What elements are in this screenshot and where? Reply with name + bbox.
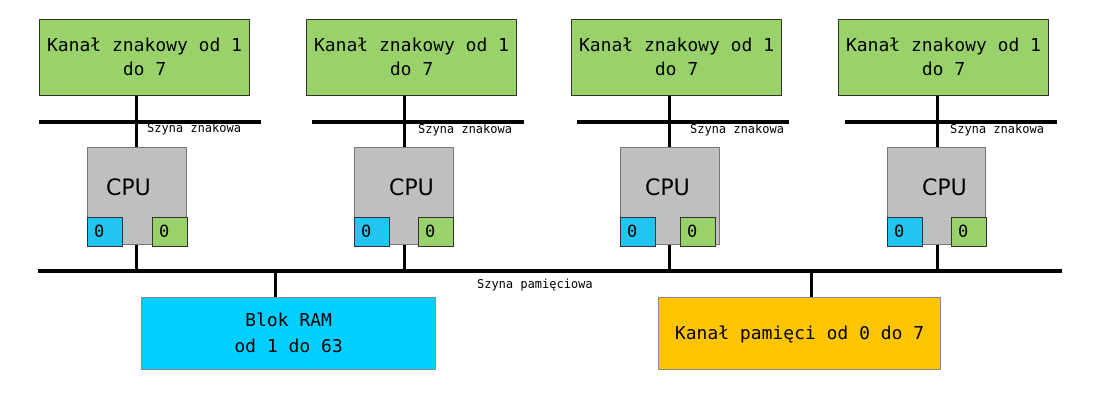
channel-3-connector <box>668 96 671 121</box>
cpu-3-register-b: 0 <box>680 217 716 247</box>
character-bus-4 <box>845 120 1057 124</box>
character-bus-3 <box>577 120 789 124</box>
channel-4-connector <box>936 96 939 121</box>
character-bus-2 <box>312 120 524 124</box>
cpu-1-label: CPU <box>106 176 151 201</box>
cpu-3-memory-connector <box>668 245 671 270</box>
character-bus-3-label: Szyna znakowa <box>690 122 784 136</box>
cpu-1-register-a: 0 <box>87 217 123 247</box>
character-bus-1-label: Szyna znakowa <box>147 121 241 135</box>
cpu-3-bus-connector <box>668 123 671 147</box>
character-channel-4: Kanał znakowy od 1 do 7 <box>838 19 1049 96</box>
ram-connector <box>274 272 277 297</box>
channel-2-connector <box>403 96 406 121</box>
character-channel-2: Kanał znakowy od 1 do 7 <box>306 19 517 96</box>
character-bus-4-label: Szyna znakowa <box>950 122 1044 136</box>
cpu-4-bus-connector <box>936 123 939 147</box>
channel-1-connector <box>135 96 138 121</box>
cpu-2-bus-connector <box>403 123 406 147</box>
cpu-2-label: CPU <box>389 176 434 201</box>
cpu-3: CPU 0 0 <box>620 147 720 247</box>
cpu-4-register-b: 0 <box>951 217 987 247</box>
cpu-4-register-a: 0 <box>887 217 923 247</box>
cpu-2-register-b: 0 <box>418 217 454 247</box>
memory-channel: Kanał pamięci od 0 do 7 <box>658 297 941 370</box>
cpu-1: CPU 0 0 <box>87 147 188 247</box>
character-bus-2-label: Szyna znakowa <box>418 122 512 136</box>
character-channel-3: Kanał znakowy od 1 do 7 <box>571 19 782 96</box>
cpu-2-register-a: 0 <box>354 217 390 247</box>
memory-bus-label: Szyna pamięciowa <box>477 277 593 291</box>
memory-bus <box>38 269 1062 273</box>
cpu-4: CPU 0 0 <box>887 147 987 247</box>
cpu-4-memory-connector <box>936 245 939 270</box>
cpu-1-memory-connector <box>135 245 138 270</box>
cpu-3-register-a: 0 <box>620 217 656 247</box>
cpu-1-register-b: 0 <box>152 217 188 247</box>
cpu-1-bus-connector <box>135 123 138 147</box>
memory-channel-connector <box>810 272 813 297</box>
ram-block: Blok RAM od 1 do 63 <box>141 297 436 370</box>
cpu-2-memory-connector <box>403 245 406 270</box>
cpu-2: CPU 0 0 <box>354 147 454 247</box>
character-channel-1: Kanał znakowy od 1 do 7 <box>39 19 250 96</box>
character-bus-1 <box>39 120 261 124</box>
cpu-4-label: CPU <box>922 176 967 201</box>
cpu-3-label: CPU <box>645 176 690 201</box>
